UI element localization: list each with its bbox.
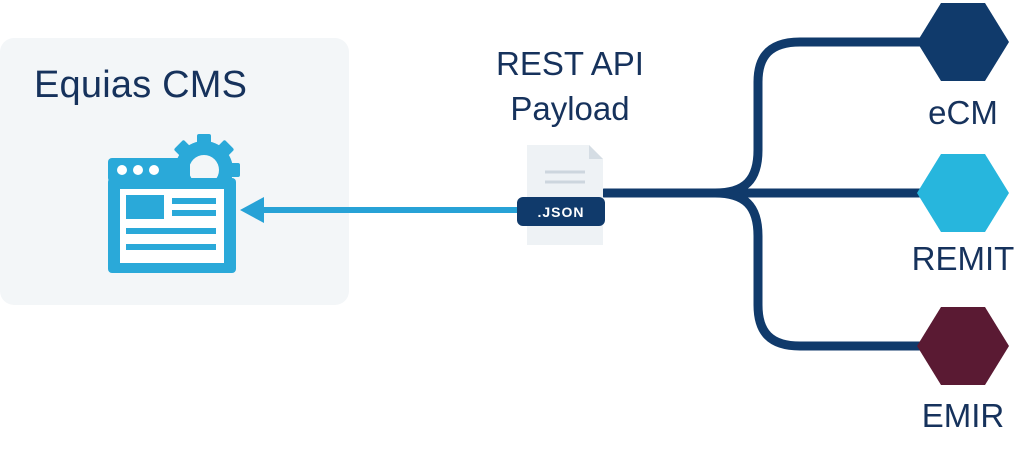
target-label-emir: EMIR: [921, 397, 1005, 434]
json-file-icon: .JSON: [517, 145, 605, 245]
file-fold: [589, 145, 603, 159]
payload-title-line1: REST API: [496, 45, 644, 82]
branch-lines: [599, 37, 925, 351]
branch-emir: [710, 188, 925, 351]
arrow-head: [240, 197, 264, 223]
json-badge: [517, 197, 605, 226]
target-label-ecm: eCM: [928, 94, 998, 131]
cms-title: Equias CMS: [34, 64, 248, 106]
hexagon-emir: [917, 307, 1009, 385]
browser-window-icon: [108, 158, 236, 273]
hexagon-ecm: [917, 3, 1009, 81]
payload-title: REST API Payload: [470, 41, 670, 131]
inbound-arrow: [240, 197, 520, 223]
branch-ecm: [599, 37, 925, 198]
file-page: [527, 145, 603, 245]
payload-title-line2: Payload: [510, 90, 630, 127]
cms-app-icon: [108, 134, 240, 273]
hexagon-remit: [917, 154, 1009, 232]
target-label-remit: REMIT: [911, 240, 1015, 277]
json-badge-label: .JSON: [537, 204, 584, 220]
